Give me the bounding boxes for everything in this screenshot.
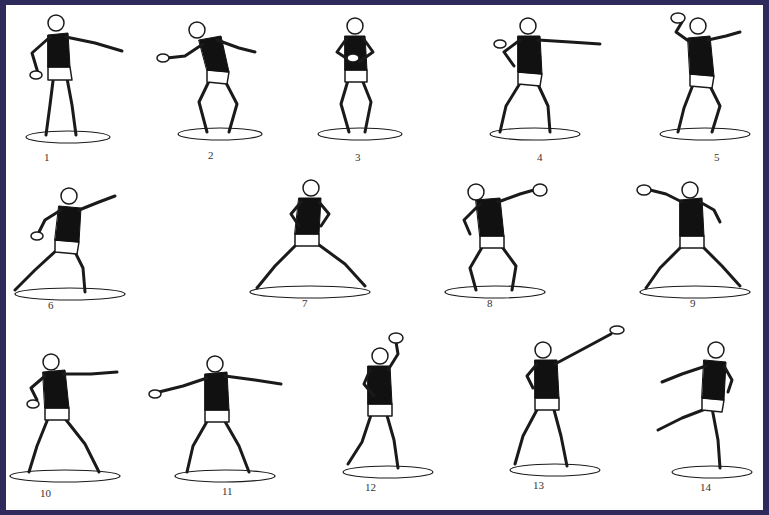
callout-number: 6 (48, 300, 54, 311)
picture-panel (6, 5, 763, 510)
thrower-figure (10, 354, 120, 482)
thrower-figure (445, 184, 547, 298)
callout-number: 11 (222, 486, 233, 497)
callout-number: 5 (714, 152, 720, 163)
callout-number: 10 (40, 488, 51, 499)
thrower-figure (510, 326, 624, 476)
thrower-figure (318, 18, 402, 140)
callout-number: 12 (365, 482, 376, 493)
callout-number: 14 (700, 482, 711, 493)
thrower-figure (490, 18, 600, 140)
thrower-figure (660, 13, 750, 140)
callout-number: 3 (355, 152, 361, 163)
thrower-figure (157, 22, 262, 140)
thrower-figure (149, 356, 281, 482)
callout-number: 4 (537, 152, 543, 163)
callout-number: 9 (690, 298, 696, 309)
thrower-figure (637, 182, 750, 298)
thrower-figure (250, 180, 370, 298)
thrower-figure (343, 333, 433, 478)
callout-number: 1 (44, 152, 50, 163)
thrower-figure (26, 15, 122, 143)
thrower-figure (658, 342, 752, 478)
callout-number: 13 (533, 480, 544, 491)
callout-number: 2 (208, 150, 214, 161)
callout-number: 8 (487, 298, 493, 309)
callout-number: 7 (302, 298, 308, 309)
thrower-figure (15, 188, 125, 300)
